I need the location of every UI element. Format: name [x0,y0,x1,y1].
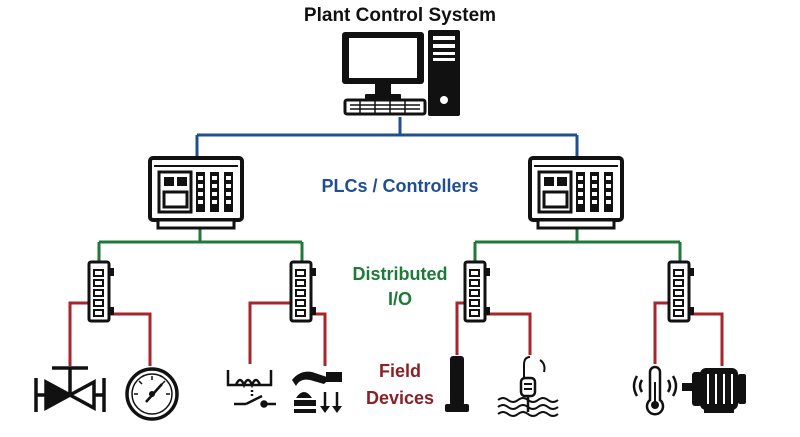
plc-rack-icon [148,156,244,230]
plant-network-line [195,117,579,158]
field-wiring-line [68,301,724,366]
switch-relay-icon [226,370,276,408]
field-devices-label-line-2: Devices [365,388,435,408]
plc-controllers-label: PLCs / Controllers [321,176,479,196]
level-sensor-icon [445,356,469,412]
distributed-io-label-line-2: I/O [387,289,412,309]
immersion-probe-icon [497,356,559,417]
pressure-gauge-icon [125,367,179,421]
distributed-io-label-line-1: Distributed [352,264,448,284]
thermometer-icon [632,365,678,416]
actuator-icon [292,371,342,413]
field-devices-label: Field Devices [350,358,450,412]
computer-workstation-icon [342,30,460,116]
control-valve-icon [34,366,106,412]
io-bus-line [97,228,682,266]
io-module-icon [463,260,490,323]
io-module-icon [289,260,316,323]
distributed-io-label: Distributed I/O [330,262,470,312]
io-module-icon [667,260,694,323]
io-module-icon [87,260,114,323]
network-lines [68,117,724,366]
field-devices-label-line-1: Field [378,361,421,381]
plc-rack-icon [528,156,624,230]
electric-motor-icon [682,368,746,413]
diagram-title: Plant Control System [303,5,497,26]
